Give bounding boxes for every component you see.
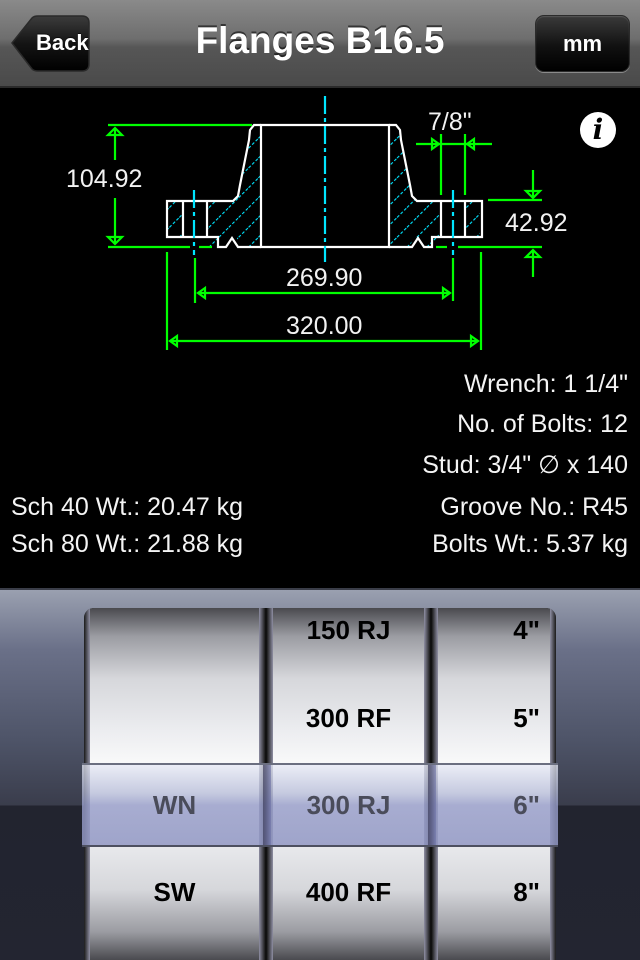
selected-type: WN — [152, 790, 197, 820]
unit-button-label: mm — [562, 31, 603, 56]
type-wheel-row[interactable]: SW — [153, 877, 196, 907]
page-title: Flanges B16.5 — [195, 20, 445, 61]
bolt-circle-dimension: 269.90 — [286, 264, 363, 292]
flange-drawing: 104.92 7/8" 42.92 269.90 320.00 — [0, 88, 640, 358]
bolts-weight-spec: Bolts Wt.: 5.37 kg — [432, 530, 628, 558]
info-icon: i — [592, 113, 604, 146]
size-wheel-row[interactable]: 5" — [513, 703, 540, 733]
flange-thickness-dimension: 42.92 — [505, 209, 568, 237]
class-wheel-row[interactable]: 150 RJ — [306, 615, 391, 645]
stud-spec: Stud: 3/4" ∅ x 140 — [422, 451, 628, 479]
size-wheel-row[interactable]: 4" — [513, 615, 540, 645]
selected-size: 6" — [513, 790, 540, 820]
picker-selection-indicator: WN 300 RJ 6" — [82, 763, 558, 847]
back-arrow-shape — [11, 15, 90, 72]
wrench-spec: Wrench: 1 1/4" — [463, 370, 628, 398]
bolt-hole-dimension: 7/8" — [428, 108, 472, 136]
type-wheel-row[interactable] — [84, 608, 265, 674]
bolts-count-spec: No. of Bolts: 12 — [457, 410, 628, 438]
flange-outline — [165, 123, 484, 249]
hub-height-dimension: 104.92 — [66, 165, 143, 193]
groove-spec: Groove No.: R45 — [440, 493, 628, 521]
flange-cross-section-svg — [105, 96, 543, 350]
sch80-weight-spec: Sch 80 Wt.: 21.88 kg — [11, 530, 244, 558]
centerlines — [192, 96, 455, 262]
back-button[interactable]: Back — [10, 14, 90, 72]
type-wheel-row[interactable] — [84, 674, 265, 762]
outside-diameter-dimension: 320.00 — [286, 312, 363, 340]
back-button-label: Back — [36, 30, 89, 55]
dimension-lines — [105, 123, 543, 350]
class-wheel-row[interactable]: 400 RF — [305, 877, 392, 907]
unit-toggle-button[interactable]: mm — [535, 15, 630, 72]
navigation-bar: Back Flanges B16.5 mm — [0, 0, 640, 88]
selected-class: 300 RJ — [306, 790, 391, 820]
sch40-weight-spec: Sch 40 Wt.: 20.47 kg — [11, 493, 244, 521]
info-button[interactable]: i — [580, 112, 616, 148]
class-wheel-row[interactable]: 300 RF — [305, 703, 392, 733]
size-wheel-row[interactable]: 8" — [513, 877, 540, 907]
